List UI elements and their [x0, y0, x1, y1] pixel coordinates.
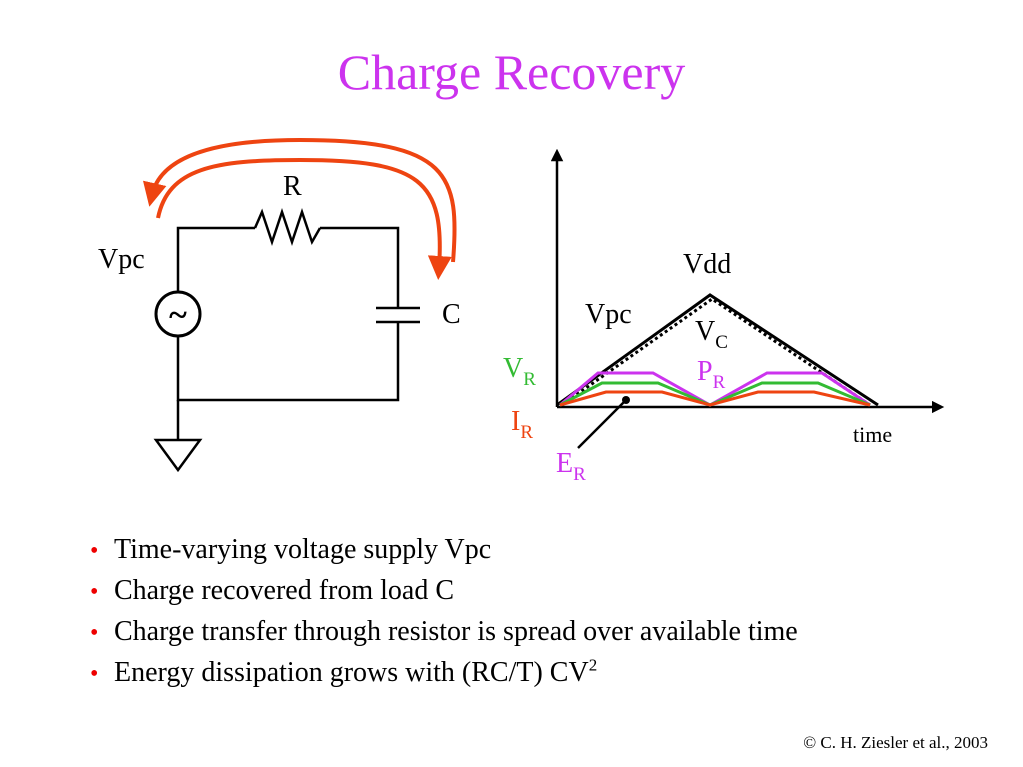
bullet-text: Time-varying voltage supply Vpc — [114, 534, 492, 565]
circuit: ~ Vpc R C — [98, 137, 461, 473]
bullet-dot-icon: • — [90, 579, 99, 605]
bullet-dot-icon: • — [90, 661, 99, 687]
bullet-superscript: 2 — [588, 655, 598, 675]
source-label: Vpc — [98, 244, 145, 275]
ground-symbol — [153, 438, 203, 473]
recovery-arrow-outer — [142, 137, 457, 263]
vpc-waveform — [556, 293, 879, 407]
resistor-label: R — [283, 171, 302, 202]
er-pointer-line — [577, 399, 627, 449]
vc-label-sub: C — [715, 332, 728, 353]
wire-top-left — [176, 226, 255, 292]
ir-label-main: I — [511, 406, 520, 437]
er-label-sub: R — [573, 464, 586, 485]
vr-label: VR — [503, 353, 536, 390]
bullet-text: Charge transfer through resistor is spre… — [114, 616, 798, 647]
ac-source-symbol — [154, 290, 202, 338]
vr-label-sub: R — [523, 369, 536, 390]
bullet-list: • Time-varying voltage supply Vpc • Charge… — [90, 530, 798, 694]
bullet-item: • Charge transfer through resistor is spr… — [90, 612, 798, 653]
time-axis-label: time — [853, 422, 892, 447]
bullet-dot-icon: • — [90, 538, 99, 564]
er-label-main: E — [556, 448, 573, 479]
ac-source-tilde: ~ — [169, 297, 187, 334]
capacitor-label: C — [442, 299, 461, 330]
bullet-dot-icon: • — [90, 620, 99, 646]
pr-label-main: P — [697, 356, 713, 387]
bullet-item: • Time-varying voltage supply Vpc — [90, 530, 798, 571]
vdd-label: Vdd — [683, 249, 731, 280]
recovery-arrow-inner — [156, 157, 452, 280]
bullet-text: Energy dissipation grows with (RC/T) CV — [114, 657, 589, 688]
vpc-label: Vpc — [585, 299, 632, 330]
waveform-plot: Vdd Vpc VC VR PR IR ER time — [503, 148, 945, 485]
vc-label: VC — [695, 316, 728, 353]
vc-label-main: V — [695, 316, 715, 347]
copyright-footer: © C. H. Ziesler et al., 2003 — [803, 733, 988, 752]
slide-title: Charge Recovery — [337, 44, 686, 100]
wire-top-right — [320, 226, 400, 308]
bullet-text: Charge recovered from load C — [114, 575, 455, 606]
ir-label-sub: R — [520, 422, 533, 443]
resistor-symbol — [253, 208, 322, 246]
wire-bottom — [176, 322, 400, 402]
bullet-item: • Energy dissipation grows with (RC/T) CV… — [90, 653, 798, 694]
ir-label: IR — [511, 406, 533, 443]
vc-waveform — [561, 297, 871, 407]
pr-label-sub: R — [713, 372, 726, 393]
vr-label-main: V — [503, 353, 523, 384]
ir-waveform — [559, 390, 871, 407]
er-label: ER — [556, 448, 586, 485]
er-pointer-dot — [622, 396, 630, 404]
bullet-item: • Charge recovered from load C — [90, 571, 798, 612]
pr-label: PR — [697, 356, 726, 393]
